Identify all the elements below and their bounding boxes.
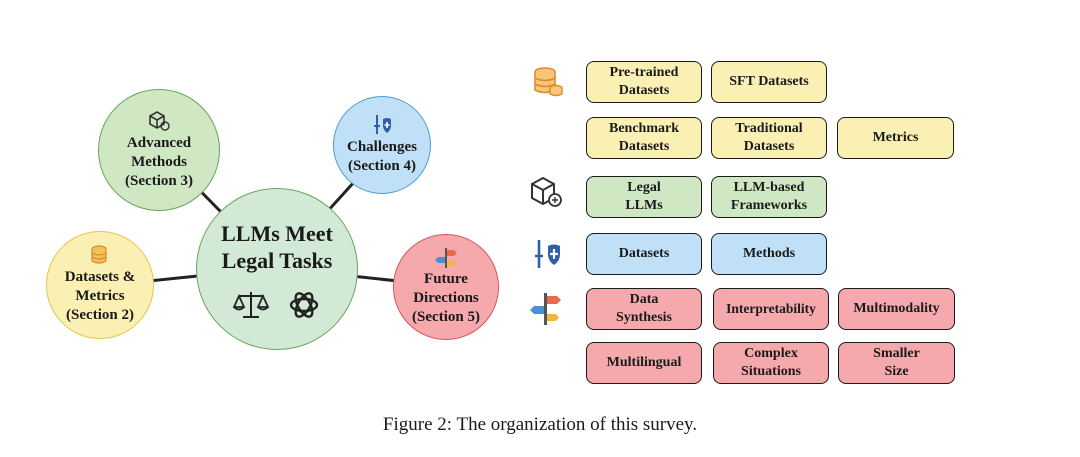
- tag-complex-situations: Complex Situations: [713, 342, 829, 384]
- tag-interpretability: Interpretability: [713, 288, 829, 330]
- methods-circle: Advanced Methods (Section 3): [98, 89, 220, 211]
- openai-logo-icon: [289, 292, 319, 318]
- center-circle: LLMs Meet Legal Tasks: [196, 188, 358, 350]
- tag-metrics: Metrics: [837, 117, 954, 159]
- tag-sft-datasets: SFT Datasets: [711, 61, 827, 103]
- tag-traditional-datasets: Traditional Datasets: [711, 117, 827, 159]
- sword-shield-icon: [374, 115, 391, 134]
- database-icon: [534, 67, 563, 97]
- tag-multilingual: Multilingual: [586, 342, 702, 384]
- datasets-circle: Datasets & Metrics (Section 2): [46, 231, 154, 339]
- sword-shield-icon: [535, 240, 560, 268]
- cube-icon: [149, 110, 170, 131]
- signpost-icon: [435, 248, 457, 268]
- center-icons: [233, 288, 321, 322]
- datasets-circle-label: Datasets & Metrics (Section 2): [64, 269, 136, 323]
- center-circle-label: LLMs Meet Legal Tasks: [221, 221, 333, 273]
- cube-icon: [531, 176, 562, 207]
- methods-circle-label: Advanced Methods (Section 3): [125, 134, 193, 189]
- tag-pretrained-datasets: Pre-trained Datasets: [586, 61, 702, 103]
- future-circle: Future Directions (Section 5): [393, 234, 499, 340]
- tag-benchmark-datasets: Benchmark Datasets: [586, 117, 702, 159]
- tag-data-synthesis: Data Synthesis: [586, 288, 702, 330]
- signpost-icon: [530, 293, 561, 325]
- tag-challenge-methods: Methods: [711, 233, 827, 275]
- scales-icon: [233, 292, 269, 318]
- challenges-circle-label: Challenges (Section 4): [346, 139, 417, 174]
- future-circle-label: Future Directions (Section 5): [412, 271, 480, 325]
- tag-legal-llms: Legal LLMs: [586, 176, 702, 218]
- challenges-circle: Challenges (Section 4): [333, 96, 431, 194]
- tag-llm-based-frameworks: LLM-based Frameworks: [711, 176, 827, 218]
- tag-smaller-size: Smaller Size: [838, 342, 955, 384]
- tag-multimodality: Multimodality: [838, 288, 955, 330]
- tag-challenge-datasets: Datasets: [586, 233, 702, 275]
- database-icon: [91, 245, 107, 264]
- figure-caption: Figure 2: The organization of this surve…: [382, 414, 698, 435]
